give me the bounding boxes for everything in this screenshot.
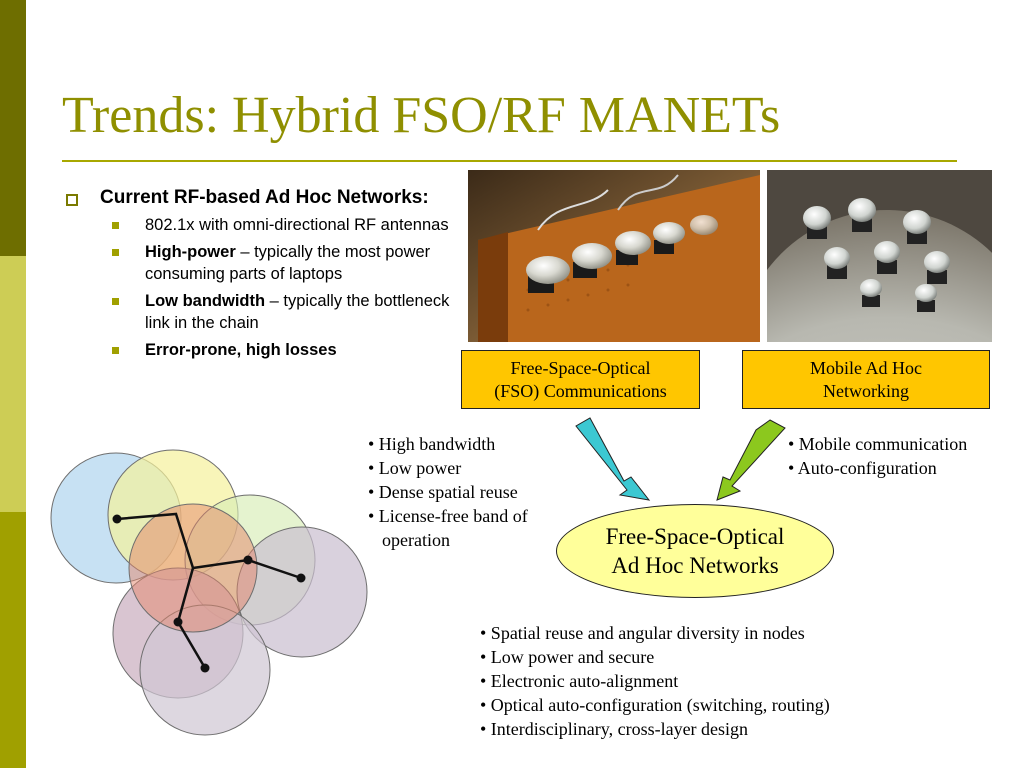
sidebar-accent (0, 0, 26, 768)
network-node-icon (200, 663, 210, 673)
square-bullet-icon (112, 347, 119, 354)
fso-feature-item: • Low power (368, 458, 462, 478)
left-bullet-list: Current RF-based Ad Hoc Networks: 802.1x… (66, 186, 466, 361)
network-node-icon (173, 617, 183, 627)
hollow-square-bullet-icon (66, 194, 78, 206)
sidebar-block-top (0, 0, 26, 256)
fso-box-line1: Free-Space-Optical (510, 357, 651, 378)
fso-feature-continuation: operation (382, 530, 450, 550)
benefit-item: • Optical auto-configuration (switching,… (480, 695, 830, 715)
network-node-icon (112, 514, 122, 524)
sub-bullet-text: – typically the bottleneck link in the c… (145, 292, 450, 332)
fso-board-photo (468, 170, 760, 342)
manet-feature-list: • Mobile communication • Auto-configurat… (788, 432, 967, 480)
ellipse-line1: Free-Space-Optical (605, 524, 785, 549)
square-bullet-icon (112, 222, 119, 229)
sidebar-block-middle (0, 256, 26, 512)
manet-box-line2: Networking (823, 380, 909, 401)
sub-bullet-text: 802.1x with omni-directional RF antennas (145, 216, 449, 234)
spherical-node-photo (767, 170, 992, 342)
manet-arrow-icon (716, 419, 786, 501)
benefit-item: • Low power and secure (480, 647, 655, 667)
square-bullet-icon (112, 249, 119, 256)
slide-title: Trends: Hybrid FSO/RF MANETs (62, 87, 781, 144)
fso-feature-list: • High bandwidth • Low power • Dense spa… (368, 432, 528, 552)
sub-bullet-text: – typically the most power consuming par… (145, 243, 431, 283)
manet-feature-item: • Mobile communication (788, 434, 968, 454)
benefit-item: • Interdisciplinary, cross-layer design (480, 719, 749, 739)
network-node-icon (243, 555, 253, 565)
ellipse-line2: Ad Hoc Networks (611, 553, 779, 578)
benefit-item: • Electronic auto-alignment (480, 671, 679, 691)
sub-bullet: 802.1x with omni-directional RF antennas (112, 214, 466, 236)
sidebar-block-bottom (0, 512, 26, 768)
fso-box-line2: (FSO) Communications (494, 380, 667, 401)
manet-feature-item: • Auto-configuration (788, 458, 937, 478)
benefit-item: • Spatial reuse and angular diversity in… (480, 623, 805, 643)
coverage-circle (236, 526, 368, 658)
sub-bullet-bold: Low bandwidth (145, 292, 266, 310)
fso-feature-item: • License-free band of (368, 506, 528, 526)
square-bullet-icon (112, 298, 119, 305)
title-underline (62, 160, 957, 162)
fso-feature-item: • Dense spatial reuse (368, 482, 518, 502)
benefits-list: • Spatial reuse and angular diversity in… (480, 621, 830, 741)
fso-communications-box: Free-Space-Optical (FSO) Communications (461, 350, 700, 409)
sub-bullet: Error-prone, high losses (112, 339, 466, 361)
network-node-icon (296, 573, 306, 583)
sub-bullet: High-power – typically the most power co… (112, 241, 466, 285)
bullet-heading: Current RF-based Ad Hoc Networks: (66, 186, 466, 209)
rf-coverage-diagram (50, 449, 368, 736)
fso-adhoc-ellipse: Free-Space-Optical Ad Hoc Networks (556, 504, 834, 598)
sub-bullet-bold: High-power (145, 243, 236, 261)
sub-bullet: Low bandwidth – typically the bottleneck… (112, 290, 466, 334)
sub-bullet-bold: Error-prone, high losses (145, 341, 337, 359)
fso-arrow-icon (575, 417, 651, 501)
bullet-heading-text: Current RF-based Ad Hoc Networks: (100, 187, 429, 208)
manet-box: Mobile Ad Hoc Networking (742, 350, 990, 409)
manet-box-line1: Mobile Ad Hoc (810, 357, 922, 378)
fso-feature-item: • High bandwidth (368, 434, 496, 454)
